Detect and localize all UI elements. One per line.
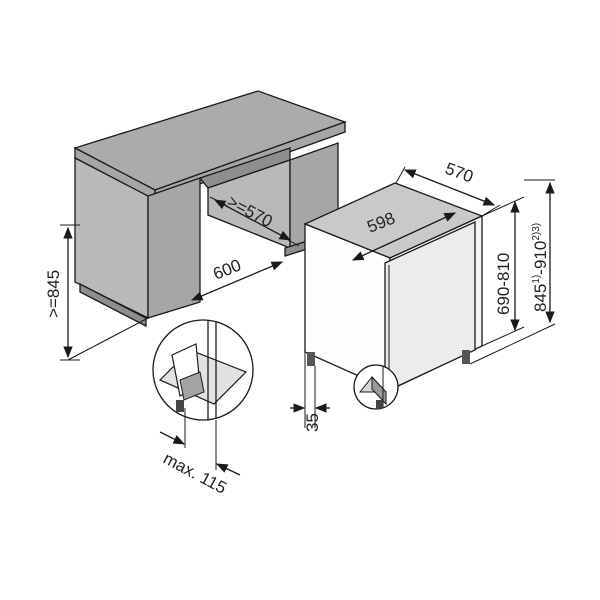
overhang-arrow-right <box>215 463 241 476</box>
overhang-arrow-left <box>159 431 186 445</box>
appliance-depth-dimension-line <box>403 169 496 206</box>
overall-height-a: 845 <box>531 284 550 312</box>
niche-width-label: 600 <box>210 255 243 283</box>
height-min-label: >=845 <box>44 270 63 318</box>
door-overhang-detail: max. 115 <box>152 319 254 498</box>
dishwasher <box>303 182 484 410</box>
overall-height-label: 8451)-9102)3) <box>531 223 550 312</box>
left-cabinet-side <box>147 177 201 319</box>
overall-height-b-note: 2)3) <box>531 223 542 241</box>
overall-height-a-note: 1) <box>531 275 542 284</box>
overall-height-separator: - <box>531 269 550 275</box>
dishwasher-foot <box>307 352 315 366</box>
niche-width-dimension-line <box>190 261 284 301</box>
left-cabinet-plinth <box>79 282 147 328</box>
appliance-height-label: 690-810 <box>494 253 513 315</box>
appliance-width-dimension-line <box>351 212 457 261</box>
door-overhang-label: max. 115 <box>160 449 230 498</box>
appliance-depth-label: 570 <box>443 159 476 187</box>
foot-height-label: 35 <box>303 413 322 432</box>
depth-dimension-line <box>213 199 292 241</box>
dishwasher-foot <box>462 350 470 364</box>
overall-height-b: 910 <box>531 241 550 269</box>
